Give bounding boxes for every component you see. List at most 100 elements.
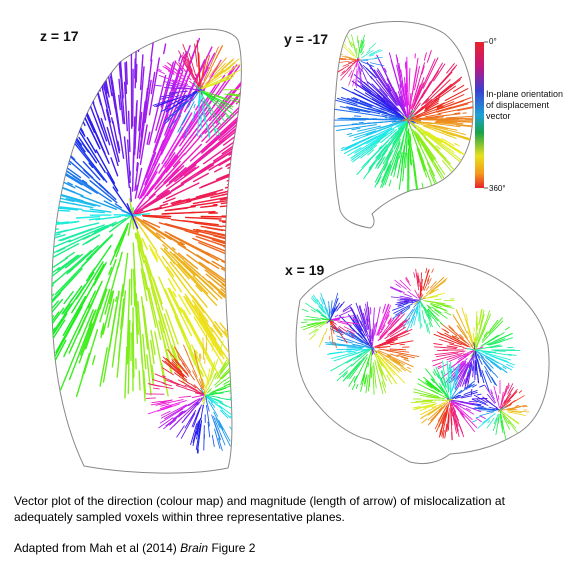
displacement-vector [251, 230, 312, 238]
displacement-vector [229, 398, 242, 403]
displacement-vector [79, 323, 93, 356]
displacement-vector [384, 341, 390, 344]
displacement-vector [359, 68, 363, 86]
displacement-vector [151, 183, 185, 204]
displacement-vector [196, 417, 201, 440]
displacement-vector [426, 323, 431, 334]
displacement-vector [0, 219, 10, 221]
displacement-vector [398, 65, 402, 78]
displacement-vector [421, 309, 426, 324]
displacement-vector [486, 357, 498, 366]
displacement-vector [454, 418, 459, 432]
displacement-vector [424, 137, 456, 172]
displacement-vector [469, 346, 484, 353]
displacement-vector [191, 394, 205, 398]
displacement-vector [200, 370, 205, 377]
displacement-vector [218, 421, 224, 431]
displacement-vector [321, 314, 327, 319]
displacement-vector [346, 362, 361, 380]
displacement-vector [0, 279, 36, 309]
displacement-vector [255, 111, 257, 113]
displacement-vector [212, 79, 242, 125]
displacement-vector [177, 114, 188, 133]
displacement-vector [417, 132, 437, 160]
displacement-vector [424, 126, 431, 129]
displacement-vector [427, 124, 464, 135]
displacement-vector [114, 203, 123, 209]
displacement-vector [416, 307, 419, 315]
displacement-vector [218, 402, 228, 407]
displacement-vector [221, 409, 232, 419]
displacement-vector [123, 136, 131, 189]
displacement-vector [146, 131, 151, 145]
displacement-vector [235, 196, 242, 200]
displacement-vector [369, 54, 375, 57]
displacement-vector [0, 201, 46, 206]
displacement-vector [325, 343, 337, 346]
displacement-vector [173, 358, 190, 377]
displacement-vector [214, 321, 221, 330]
displacement-vector [232, 306, 242, 316]
displacement-vector [360, 44, 365, 54]
displacement-vector [190, 128, 240, 169]
displacement-vector [434, 309, 448, 319]
displacement-vector [427, 308, 439, 322]
displacement-vector [203, 110, 210, 139]
displacement-vector [64, 169, 95, 191]
displacement-vector [0, 102, 1, 114]
displacement-vector [484, 365, 496, 386]
displacement-vector [455, 422, 460, 437]
displacement-vector [200, 89, 229, 100]
displacement-vector [456, 338, 466, 345]
displacement-vector [135, 63, 138, 83]
displacement-vector [218, 437, 223, 451]
displacement-vector [202, 56, 208, 78]
displacement-vector [213, 167, 223, 173]
displacement-vector [92, 63, 101, 92]
displacement-vector [162, 43, 167, 55]
displacement-vector [56, 247, 66, 253]
displacement-vector [124, 62, 128, 95]
displacement-vector [390, 353, 399, 358]
displacement-vector [213, 59, 234, 78]
displacement-vector [490, 391, 495, 400]
displacement-vector [344, 143, 358, 151]
displacement-vector [273, 250, 315, 260]
displacement-vector [403, 301, 414, 305]
displacement-vector [483, 331, 488, 337]
displacement-vector [475, 361, 479, 383]
displacement-vector [377, 162, 382, 169]
displacement-vector [374, 359, 382, 388]
displacement-vector [190, 423, 198, 446]
displacement-vector [51, 224, 53, 228]
displacement-vector [51, 315, 54, 351]
displacement-vector [446, 63, 455, 74]
displacement-vector [0, 183, 23, 190]
displacement-vector [51, 83, 67, 135]
displacement-vector [476, 347, 487, 351]
displacement-vector [192, 190, 242, 205]
displacement-vector [140, 268, 148, 302]
displacement-vector [178, 379, 184, 384]
displacement-vector [71, 136, 108, 183]
displacement-vector [215, 379, 226, 388]
displacement-vector [341, 70, 346, 74]
displacement-vector [267, 163, 282, 168]
displacement-vector [459, 410, 478, 429]
displacement-vector [10, 299, 30, 316]
displacement-vector [422, 98, 429, 105]
displacement-vector [433, 63, 446, 82]
displacement-vector [502, 415, 511, 430]
displacement-vector [157, 408, 164, 412]
displacement-vector [320, 292, 325, 305]
displacement-vector [454, 405, 465, 418]
displacement-vector [239, 223, 242, 232]
displacement-vector [437, 365, 442, 368]
displacement-vector [245, 91, 258, 103]
displacement-vector [74, 49, 95, 104]
displacement-vector [369, 62, 385, 67]
displacement-vector [413, 310, 418, 326]
displacement-vector [169, 234, 219, 261]
displacement-vector [189, 346, 203, 375]
displacement-vector [420, 406, 437, 416]
